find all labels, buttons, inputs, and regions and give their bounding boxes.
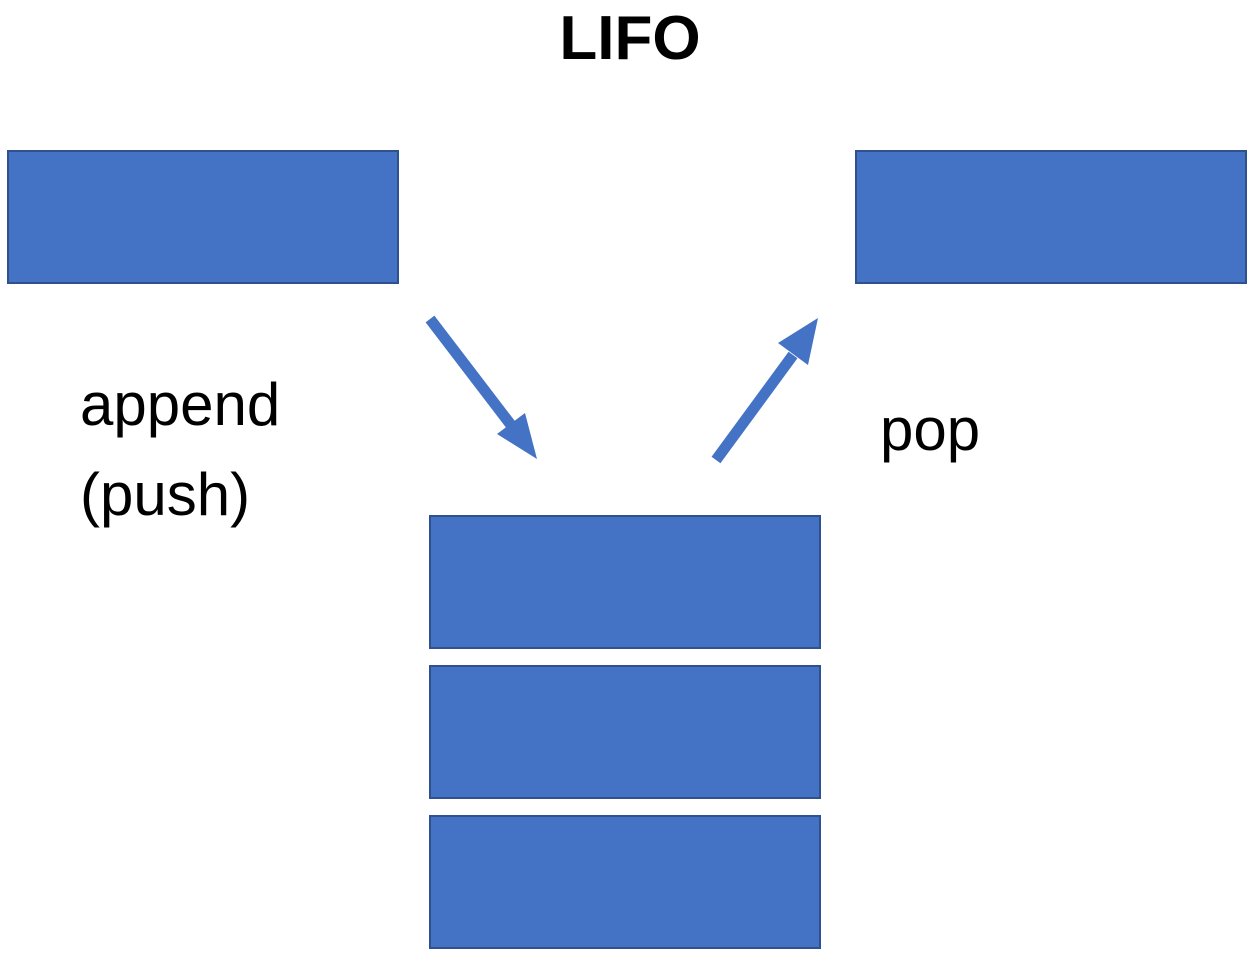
- stack-top-element: [429, 515, 821, 649]
- push-label-line: (push): [80, 461, 251, 528]
- pop-label: pop: [880, 396, 981, 463]
- append-label-line: append: [80, 371, 281, 438]
- diagram-title: LIFO: [559, 4, 701, 73]
- push-arrow-icon: [425, 315, 537, 459]
- pop-arrow-icon: [711, 318, 818, 464]
- append-push-label: append (push): [80, 360, 280, 540]
- stack-middle-element: [429, 665, 821, 799]
- incoming-element-block: [7, 150, 399, 284]
- outgoing-element-block: [855, 150, 1247, 284]
- stack-bottom-element: [429, 815, 821, 949]
